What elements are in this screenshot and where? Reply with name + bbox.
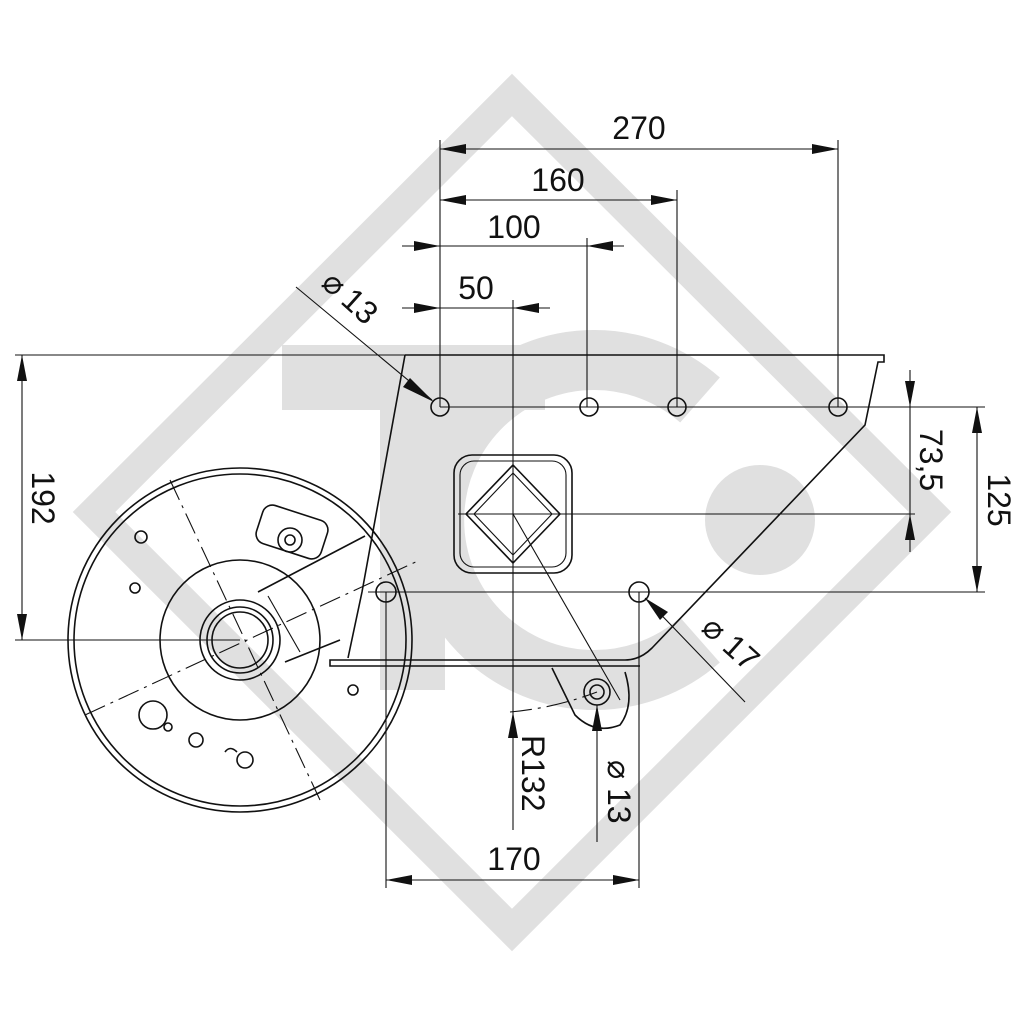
square-torsion-tube [453,454,915,574]
svg-text:⌀: ⌀ [601,760,637,779]
bracket-body [329,354,885,667]
lever [509,513,630,730]
dim-270: 270 [612,110,665,146]
dim-192: 192 [25,471,61,524]
dimension-lines [15,140,982,888]
dim-160: 160 [531,162,584,198]
svg-text:13: 13 [601,788,637,824]
dim-73-5: 73,5 [913,429,949,491]
dim-170: 170 [487,841,540,877]
dimension-labels: 270 160 100 50 ⌀ 13 192 73,5 125 ⌀ 17 R1… [25,110,1017,877]
dim-125: 125 [981,473,1017,526]
dim-50: 50 [458,270,494,306]
swing-arm [257,535,366,663]
dim-r132: R132 [515,735,551,812]
dim-lever-hole-dia: ⌀ 13 [601,760,637,824]
dim-100: 100 [487,209,540,245]
